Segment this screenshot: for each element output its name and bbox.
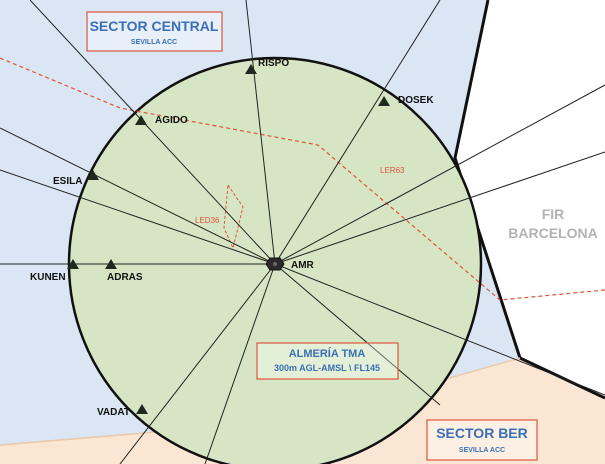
sector-central-label: SECTOR CENTRAL SEVILLA ACC (86, 11, 223, 52)
tma-title: ALMERÍA TMA (289, 347, 366, 360)
route-line (0, 169, 276, 265)
route-line (274, 263, 605, 396)
restricted-label-led36: LED36 (195, 216, 220, 225)
waypoint-rispo-triangle-icon (245, 64, 257, 74)
ler63-boundary (0, 57, 605, 301)
route-line (245, 0, 276, 265)
route-line (119, 263, 276, 464)
waypoint-label-kunen: KUNEN (30, 272, 66, 283)
waypoint-adras-triangle-icon (105, 259, 117, 269)
waypoint-label-rispo: RISPO (258, 58, 289, 69)
sector-ber-title: SECTOR BER (436, 425, 528, 441)
waypoint-label-dosek: DOSEK (398, 95, 434, 106)
waypoint-esila-triangle-icon (87, 170, 99, 180)
navaid-label: AMR (291, 260, 315, 271)
waypoint-label-esila: ESILA (53, 176, 82, 187)
tma-label: ALMERÍA TMA 300m AGL-AMSL \ FL145 (256, 342, 399, 380)
tma-limits: 300m AGL-AMSL \ FL145 (274, 363, 380, 373)
waypoint-agido-triangle-icon (135, 115, 147, 125)
fir-barcelona-area (455, 0, 605, 398)
route-line (204, 263, 276, 464)
fir-label-line1: FIR (542, 206, 565, 222)
sector-central-title: SECTOR CENTRAL (90, 18, 219, 34)
route-line (274, 151, 605, 265)
sector-ber-area (0, 358, 605, 464)
vor-icon (265, 257, 285, 271)
sector-ber-subtitle: SEVILLA ACC (459, 447, 505, 454)
led36-boundary (223, 183, 244, 250)
route-line (29, 0, 276, 265)
waypoint-kunen-triangle-icon (67, 259, 79, 269)
route-line (274, 84, 605, 265)
waypoint-vadat-triangle-icon (136, 404, 148, 414)
waypoint-dosek-triangle-icon (378, 96, 390, 106)
sector-central-subtitle: SEVILLA ACC (131, 39, 177, 46)
route-line (0, 127, 276, 265)
restricted-label-ler63: LER63 (380, 166, 405, 175)
waypoint-markers (67, 64, 390, 414)
waypoint-label-adras: ADRAS (107, 272, 143, 283)
fir-label-line2: BARCELONA (508, 225, 597, 241)
waypoint-label-agido: AGIDO (155, 115, 188, 126)
waypoint-label-vadat: VADAT (97, 407, 130, 418)
route-line (274, 263, 441, 406)
route-line (274, 0, 441, 265)
sector-ber-label: SECTOR BER SEVILLA ACC (426, 419, 538, 461)
